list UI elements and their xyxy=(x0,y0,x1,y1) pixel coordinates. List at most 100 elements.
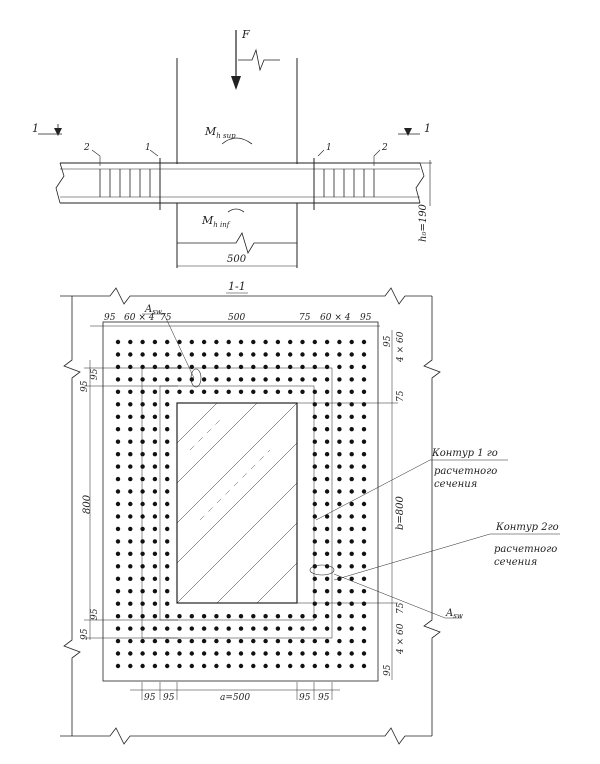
rebar-dot xyxy=(189,389,194,394)
rebar-dot xyxy=(238,651,244,656)
rebar-dot xyxy=(214,614,219,619)
rebar-dot xyxy=(300,389,305,394)
rebar-dot xyxy=(312,439,317,444)
rebar-dot xyxy=(214,364,219,370)
rebar-dot xyxy=(238,389,244,394)
rebar-dot xyxy=(337,452,342,457)
rebar-dot xyxy=(288,352,293,357)
rebar-dot xyxy=(288,663,293,669)
rebar-dot xyxy=(288,377,293,382)
column-section xyxy=(176,402,298,604)
rebar-dot xyxy=(275,364,281,370)
rebar-dot xyxy=(165,476,170,482)
rebar-dot xyxy=(165,464,170,469)
rebar-dot xyxy=(214,651,219,656)
rebar-dot xyxy=(275,339,281,345)
rebar-dot xyxy=(140,539,145,544)
rebar-dot xyxy=(361,589,367,594)
rebar-dot xyxy=(152,526,158,532)
rebar-dot xyxy=(128,663,133,669)
rebar-dot xyxy=(312,514,317,519)
rebar-dot xyxy=(152,626,158,631)
rebar-dot xyxy=(288,364,293,370)
rebar-dot xyxy=(337,663,342,669)
rebar-dot xyxy=(251,377,256,382)
rebar-dot xyxy=(140,564,145,569)
rebar-dot xyxy=(189,614,194,619)
rebar-dot xyxy=(115,601,121,606)
rebar-dot xyxy=(152,377,158,382)
rebar-dot xyxy=(152,614,158,619)
force-label: F xyxy=(241,28,250,41)
rebar-dot xyxy=(324,638,330,644)
rebar-dot xyxy=(337,651,342,656)
rebar-dot xyxy=(238,364,244,370)
rebar-dot xyxy=(288,614,293,619)
rebar-dot xyxy=(115,414,121,419)
rebar-dot xyxy=(312,551,317,556)
rebar-dot xyxy=(312,389,317,394)
rebar-dot xyxy=(288,389,293,394)
rebar-dot xyxy=(312,377,317,382)
rebar-dot xyxy=(128,614,133,619)
rebar-dot xyxy=(177,614,182,619)
slab-break-left xyxy=(55,162,65,204)
rebar-dot xyxy=(226,352,231,357)
rebar-dot xyxy=(140,489,145,494)
rebar-dot xyxy=(165,377,170,382)
rebar-dot xyxy=(214,339,219,345)
rebar-dot xyxy=(165,427,170,432)
rebar-dot xyxy=(361,464,367,469)
rebar-dot xyxy=(152,576,158,581)
rebar-dot xyxy=(349,501,354,507)
rebar-dot xyxy=(324,601,330,606)
rebar-dot xyxy=(324,464,330,469)
rebar-dot xyxy=(115,389,121,394)
rebar-dot xyxy=(251,651,256,656)
plan-view: 1-1 xyxy=(60,280,560,745)
rebar-dot xyxy=(312,452,317,457)
rebar-dot xyxy=(140,589,145,594)
rebar-dot xyxy=(152,551,158,556)
right-dim-4x60-bottom: 4 × 60 xyxy=(396,623,406,655)
rebar-dot xyxy=(324,377,330,382)
rebar-dot xyxy=(312,626,317,631)
rebar-dot xyxy=(140,638,145,644)
rebar-dot xyxy=(128,551,133,556)
rebar-dot xyxy=(177,638,182,644)
asw-circle-bottom xyxy=(309,564,335,576)
reinforcement-zone xyxy=(102,321,379,682)
rebar-dot xyxy=(152,564,158,569)
rebar-dot xyxy=(115,339,121,345)
rebar-dot xyxy=(165,564,170,569)
rebar-dot xyxy=(324,614,330,619)
rebar-dot xyxy=(349,576,354,581)
section-arrow-left xyxy=(54,128,62,136)
rebar-dot xyxy=(361,626,367,631)
rebar-dot xyxy=(128,489,133,494)
rebar-dot xyxy=(312,427,317,432)
rebar-dot xyxy=(115,526,121,532)
rebar-dot xyxy=(349,464,354,469)
rebar-dot xyxy=(263,651,268,656)
rebar-dot xyxy=(324,551,330,556)
rebar-dot xyxy=(349,439,354,444)
rebar-dot xyxy=(251,614,256,619)
rebar-dot xyxy=(324,489,330,494)
rebar-dot xyxy=(165,339,170,345)
rebar-dot xyxy=(263,638,268,644)
rebar-dot xyxy=(201,339,207,345)
rebar-dot xyxy=(152,364,158,370)
rebar-dot xyxy=(201,614,207,619)
rebar-dot xyxy=(349,663,354,669)
rebar-dot xyxy=(300,352,305,357)
rebar-dot xyxy=(312,589,317,594)
rebar-dot xyxy=(361,564,367,569)
rebar-dot xyxy=(300,339,305,345)
rebar-dot xyxy=(140,601,145,606)
rebar-dot xyxy=(214,638,219,644)
rebar-dot xyxy=(128,439,133,444)
rebar-dot xyxy=(238,663,244,669)
rebar-dot xyxy=(165,651,170,656)
